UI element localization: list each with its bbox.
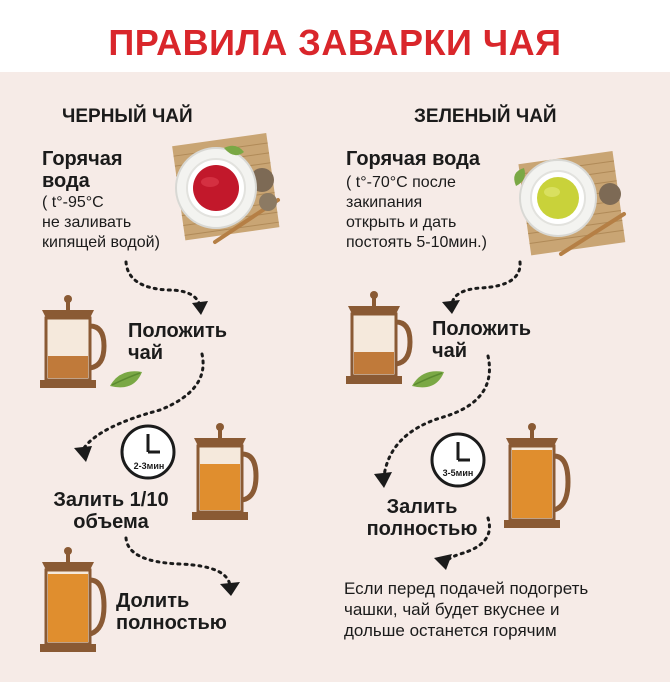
green-hot-water-label: Горячая вода: [346, 148, 480, 170]
page-title: ПРАВИЛА ЗАВАРКИ ЧАЯ: [108, 22, 562, 63]
black-dotted-arrow-icon: [124, 260, 208, 315]
black-tea-leaf-icon: [110, 371, 142, 388]
black-dotted-arrow-3-icon: [124, 536, 240, 596]
black-temp-note: ( t°-95°С не заливать кипящей водой): [42, 194, 160, 251]
black-hot-water-label: Горячая вода: [42, 148, 123, 192]
green-french-press-icon: [346, 291, 413, 384]
black-tea-cup-icon: [172, 133, 280, 244]
green-french-press-2-icon: [504, 423, 571, 528]
green-step-put-tea: Положить чай: [432, 318, 532, 362]
green-timer-label: 3-5мин: [442, 468, 474, 478]
black-step-pour: Залить 1/10 объема: [53, 489, 169, 533]
black-french-press-2-icon: [192, 423, 259, 520]
black-tea-heading: ЧЕРНЫЙ ЧАЙ: [62, 106, 193, 127]
green-dotted-arrow-3-icon: [434, 516, 491, 570]
green-tea-cup-icon: [514, 151, 626, 256]
green-temp-note: ( t°-70°С после закипания открыть и дать…: [346, 174, 487, 251]
black-step-top-up: Долить полностью: [116, 590, 227, 634]
black-dotted-arrow-2-icon: [74, 352, 205, 462]
green-dotted-arrow-icon: [442, 260, 522, 314]
bottom-strip: [0, 682, 670, 693]
green-clock-icon: [430, 432, 486, 488]
black-french-press-icon: [40, 295, 107, 388]
title-band: [0, 0, 670, 72]
green-tip-note: Если перед подачей подогреть чашки, чай …: [344, 579, 589, 640]
green-step-pour: Залить полностью: [366, 496, 478, 540]
green-tea-heading: ЗЕЛЕНЫЙ ЧАЙ: [414, 106, 557, 127]
black-step-put-tea: Положить чай: [128, 320, 228, 364]
green-dotted-arrow-2-icon: [374, 354, 491, 488]
black-clock-icon: [120, 424, 176, 480]
green-tea-leaf-icon: [412, 371, 444, 388]
black-timer-label: 2-3мин: [133, 461, 165, 471]
black-french-press-3-icon: [40, 547, 107, 652]
